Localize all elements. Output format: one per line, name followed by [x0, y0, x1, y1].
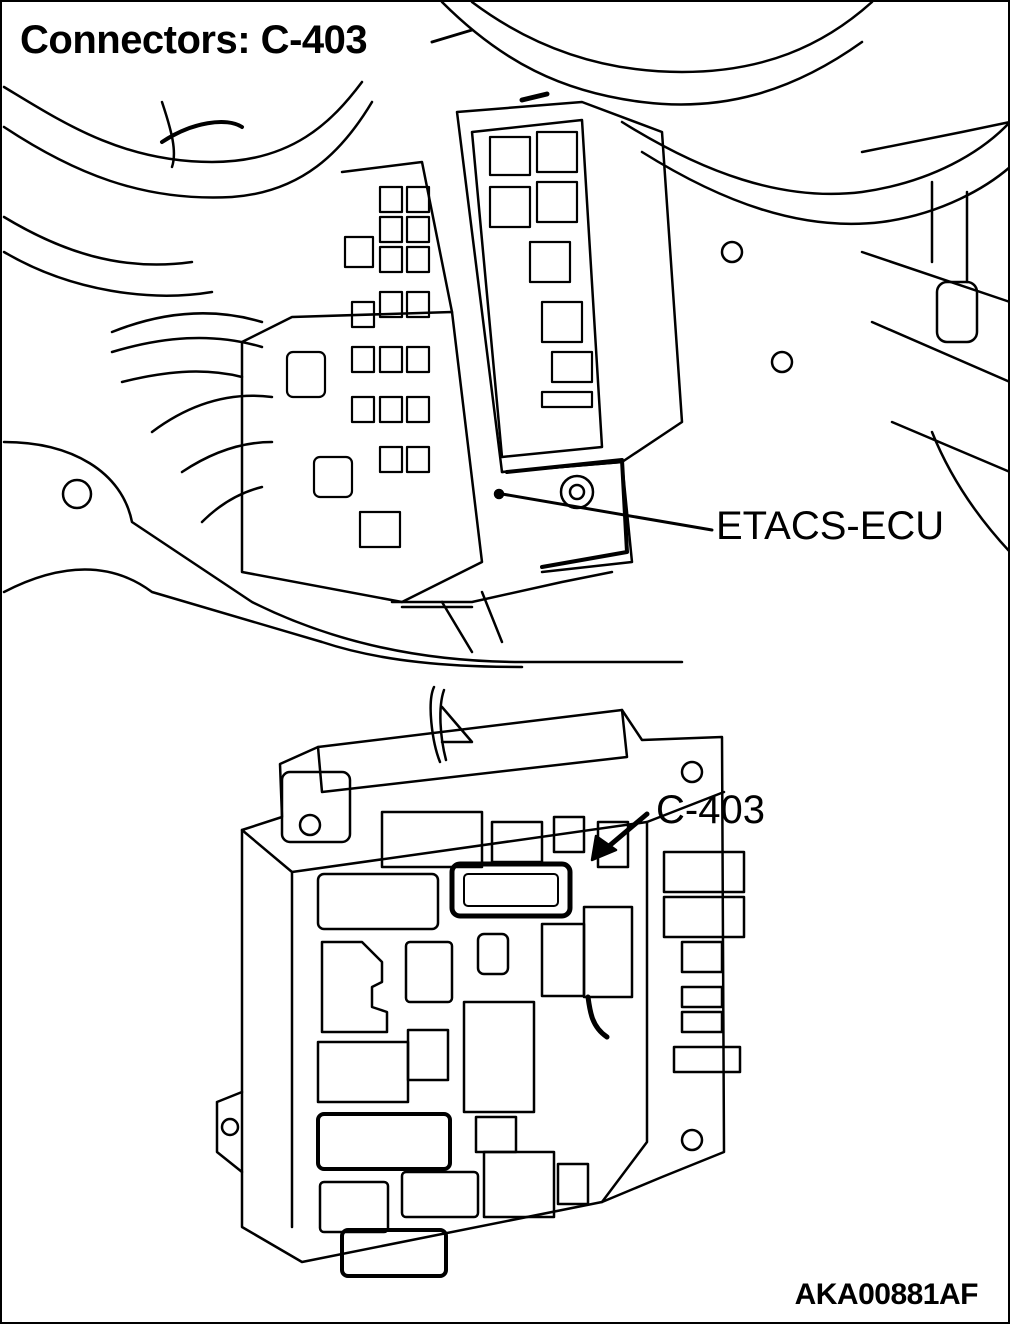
c403-callout: C-403: [656, 788, 765, 832]
etacs-ecu-callout: ETACS-ECU: [716, 504, 945, 548]
figure-code: AKA00881AF: [794, 1278, 979, 1311]
ecu-closeup-view: [215, 685, 746, 1278]
vehicle-location-view: [2, 2, 1010, 669]
diagram-title: Connectors: C-403: [20, 18, 368, 62]
